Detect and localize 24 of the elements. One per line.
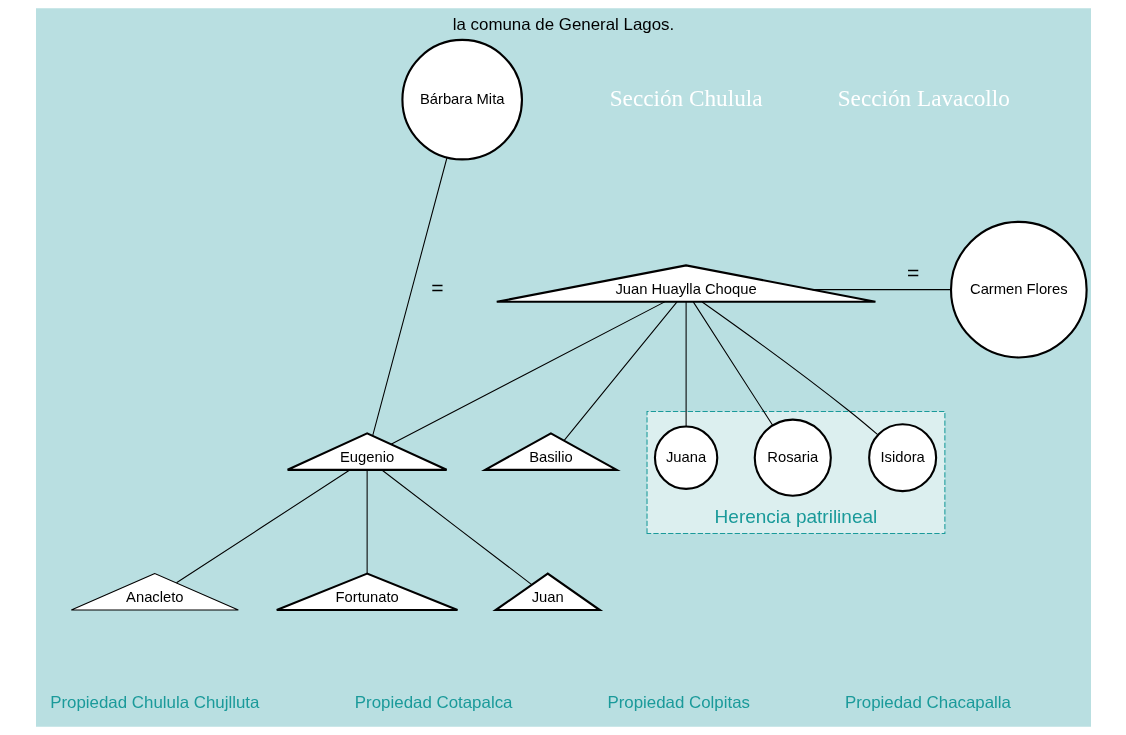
edge-label: = <box>906 261 919 285</box>
connector <box>692 301 773 426</box>
node-circle: Bárbara Mita <box>400 38 523 161</box>
connector <box>811 289 951 291</box>
node-circle: Rosaria <box>753 418 832 497</box>
connector <box>175 469 350 584</box>
label: Propiedad Chulula Chujlluta <box>49 692 259 712</box>
node-circle: Carmen Flores <box>949 220 1088 359</box>
edge-label: = <box>430 275 444 299</box>
connector <box>366 469 368 575</box>
connector <box>371 156 448 437</box>
connector <box>380 469 532 586</box>
connector <box>563 301 678 441</box>
label: Propiedad Chacapalla <box>844 692 1011 712</box>
connector <box>685 301 687 428</box>
node-circle: Juana <box>653 425 718 490</box>
label: Propiedad Colpitas <box>606 692 750 712</box>
label: Sección Lavacollo <box>837 84 1010 111</box>
node-circle: Isidora <box>867 423 937 493</box>
label: Propiedad Cotapalca <box>354 692 512 712</box>
caption: la comuna de General Lagos. <box>452 15 674 35</box>
connector <box>701 301 878 436</box>
connector <box>390 301 665 445</box>
label: Sección Chulula <box>609 84 763 111</box>
